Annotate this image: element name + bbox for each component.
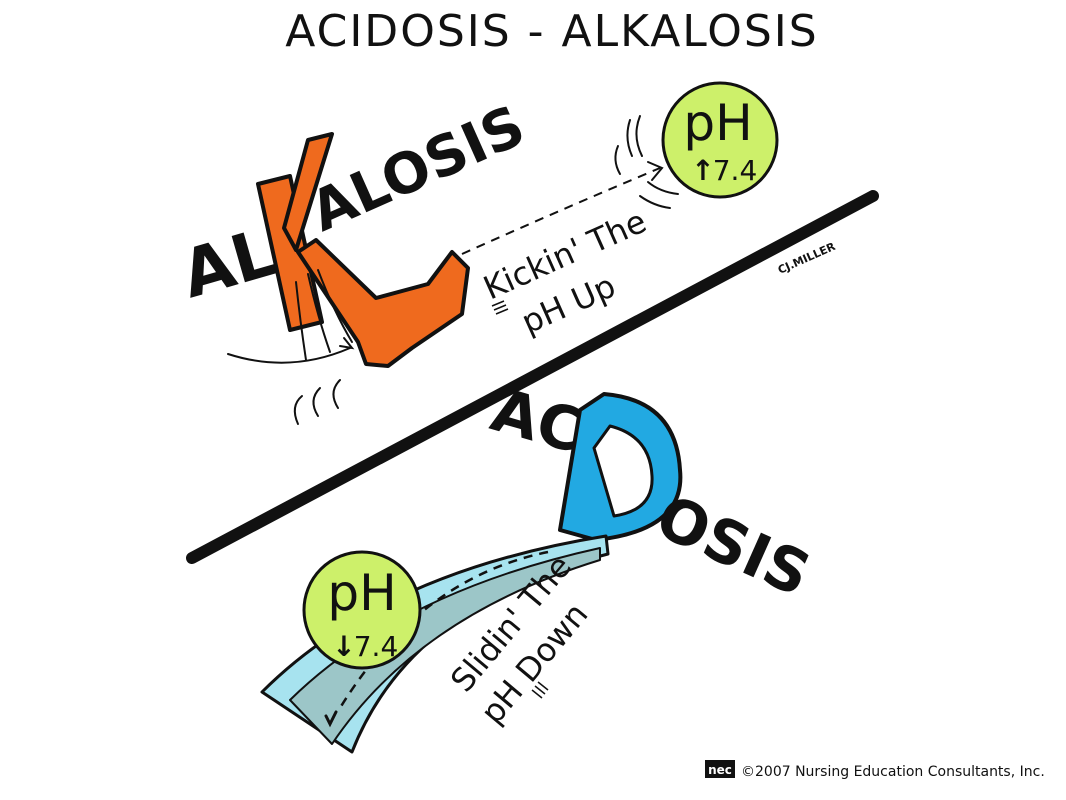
caption-underline-marks-down — [531, 681, 549, 699]
alkalosis-group: AL ALOSIS — [173, 81, 779, 425]
kick-motion-lines — [227, 269, 355, 425]
ball-motion-lines — [614, 115, 679, 209]
ph-up-label: pH — [683, 94, 752, 152]
slide-trajectory-dashed — [338, 550, 549, 709]
ph-down-label: pH — [327, 564, 396, 622]
nec-logo: nec — [708, 763, 732, 777]
caption-underline-marks — [491, 300, 509, 315]
alkalosis-suffix: ALOSIS — [301, 93, 534, 244]
divider-line — [186, 190, 879, 564]
alkalosis-big-k — [256, 132, 470, 368]
page-title: ACIDOSIS - ALKALOSIS — [285, 6, 818, 57]
slide-trajectory-arrowhead — [324, 710, 338, 728]
acidosis-big-d — [558, 392, 683, 542]
ph-down-value: 7.4 — [354, 630, 399, 663]
acidosis-group: ACI OSIS pH ↓ 7.4 Slidin' The pH Down — [260, 375, 820, 754]
ph-up-circle — [661, 81, 779, 199]
acidosis-suffix: OSIS — [646, 482, 820, 611]
copyright-text: ©2007 Nursing Education Consultants, Inc… — [741, 764, 1045, 780]
nec-logo-box — [705, 760, 735, 778]
down-arrow-icon: ↓ — [332, 630, 355, 663]
kick-trajectory-arrowhead — [647, 161, 664, 181]
ph-up-value: 7.4 — [713, 154, 758, 187]
up-arrow-icon: ↑ — [691, 154, 714, 187]
footer: nec ©2007 Nursing Education Consultants,… — [705, 760, 1045, 780]
ph-down-circle — [302, 550, 422, 670]
